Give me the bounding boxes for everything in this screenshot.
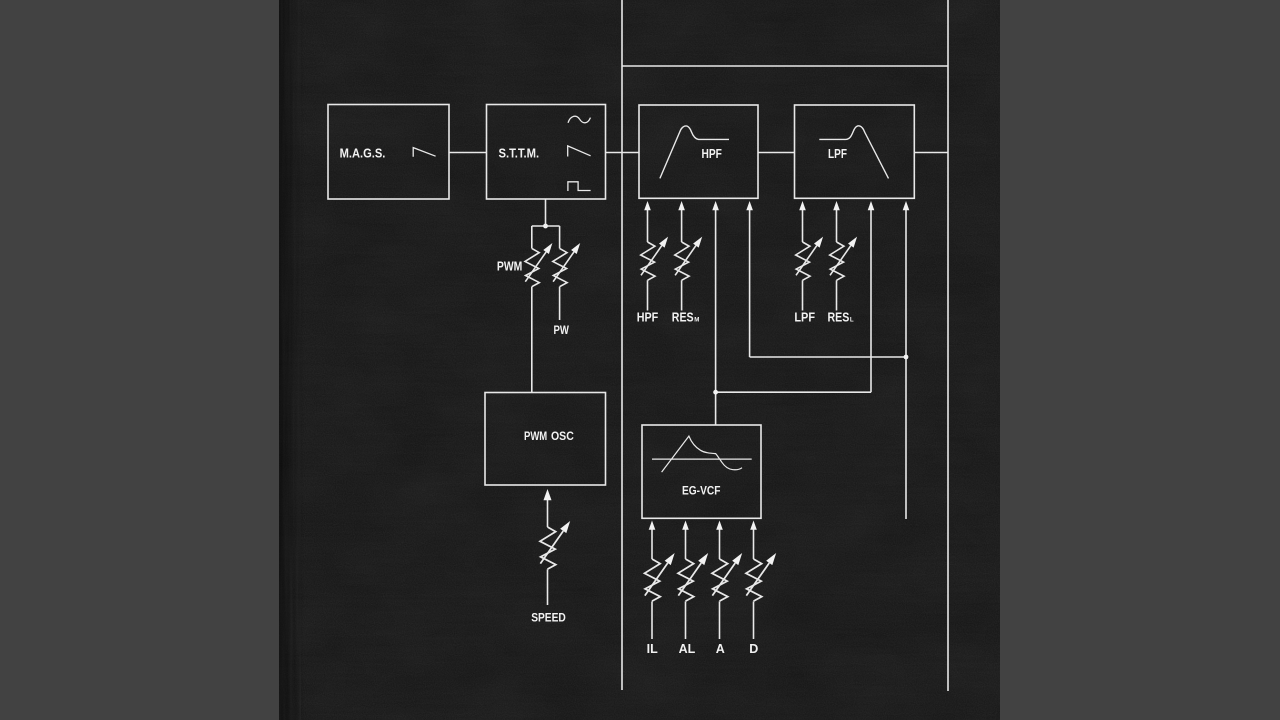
- svg-text:SPEED: SPEED: [531, 610, 566, 624]
- svg-text:L: L: [850, 317, 854, 324]
- svg-text:RES: RES: [672, 311, 694, 325]
- svg-text:HPF: HPF: [702, 146, 722, 161]
- svg-text:A: A: [716, 642, 725, 656]
- svg-text:HPF: HPF: [637, 311, 659, 325]
- svg-text:PWM: PWM: [497, 260, 522, 274]
- svg-text:M.A.G.S.: M.A.G.S.: [340, 145, 386, 160]
- svg-text:PW: PW: [554, 323, 570, 337]
- svg-text:OSC: OSC: [551, 429, 574, 443]
- svg-text:S.T.T.M.: S.T.T.M.: [499, 145, 540, 160]
- svg-text:D: D: [749, 642, 758, 656]
- svg-text:IL: IL: [647, 642, 658, 656]
- svg-text:PWM: PWM: [524, 429, 547, 443]
- svg-text:AL: AL: [679, 642, 696, 656]
- svg-text:LPF: LPF: [828, 146, 847, 161]
- svg-text:EG-VCF: EG-VCF: [682, 484, 720, 498]
- svg-text:M: M: [694, 317, 699, 324]
- svg-text:RES: RES: [828, 311, 850, 325]
- svg-text:LPF: LPF: [794, 311, 815, 325]
